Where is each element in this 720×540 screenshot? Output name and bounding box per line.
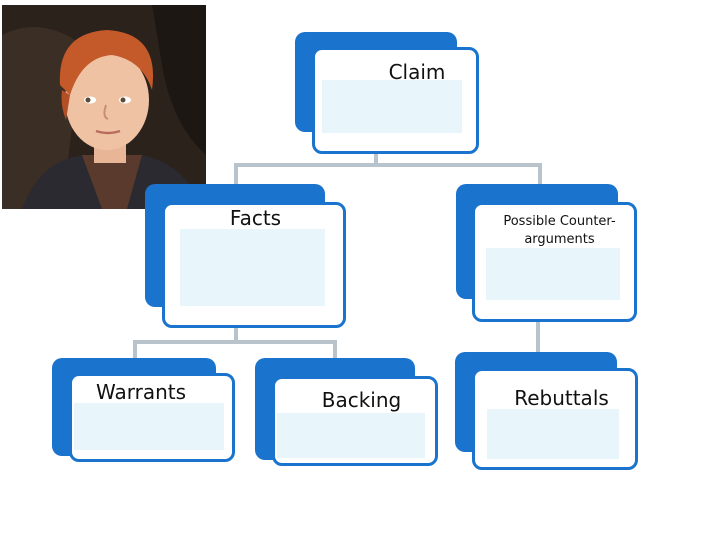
node-warrants: Warrants [52, 358, 235, 462]
node-counter-arguments-label: Possible Counter-arguments [503, 214, 616, 247]
connector-level2-bar [133, 340, 337, 344]
connector-to-counter [538, 163, 542, 188]
portrait-illustration [2, 5, 206, 209]
node-counter-arguments: Possible Counter-arguments [456, 184, 637, 322]
connector-level1-bar [234, 163, 542, 167]
node-warrants-label: Warrants [95, 380, 187, 404]
connector-to-facts [234, 163, 238, 188]
node-facts: Facts [145, 184, 346, 328]
node-rebuttals: Rebuttals [455, 352, 638, 470]
node-claim: Claim [295, 32, 479, 154]
connector-to-backing [333, 340, 337, 358]
portrait-photo [2, 5, 206, 209]
node-backing: Backing [255, 358, 438, 466]
node-rebuttals-label: Rebuttals [514, 386, 609, 410]
node-claim-label: Claim [388, 60, 446, 84]
node-backing-label: Backing [321, 388, 402, 412]
connector-to-warrants [133, 340, 137, 358]
connector-counter-rebuttals [536, 318, 540, 354]
node-facts-label: Facts [229, 206, 282, 230]
